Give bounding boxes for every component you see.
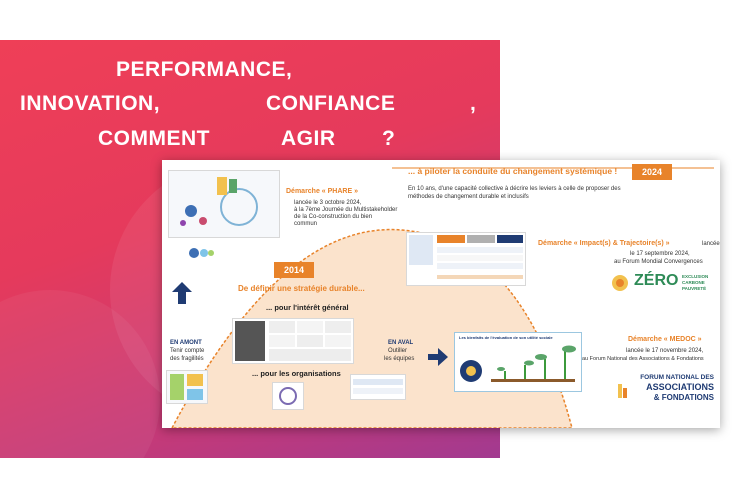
- impact-table-thumbnail: [406, 232, 526, 286]
- amont-title: EN AMONT: [170, 340, 202, 347]
- org-logo-icon: [186, 244, 216, 262]
- arc-title: De définir une stratégie durable...: [238, 284, 365, 293]
- zero-sub-3: PAUVRETÉ: [682, 286, 707, 291]
- impact-line-1: le 17 septembre 2024,: [630, 251, 690, 257]
- medoc-title: Démarche « MEDOC »: [628, 336, 702, 343]
- aval-heading: EN AVAL: [388, 340, 414, 346]
- zero-logo-text: ZÉRO: [634, 272, 679, 289]
- headline-agir: AGIR: [281, 127, 336, 150]
- medoc-line-1: lancée le 17 novembre 2024,: [626, 348, 704, 354]
- medoc-line-2: au Forum National des Associations & Fon…: [582, 356, 704, 362]
- forum-line-3: & FONDATIONS: [653, 393, 714, 402]
- phare-line-1: lancée le 3 octobre 2024,: [294, 200, 362, 206]
- phare-line-3: de la Co-construction du bien: [294, 214, 373, 220]
- slide-preview: ... à piloter la conduite du changement …: [162, 160, 720, 428]
- amont-thumbnail: [166, 370, 208, 404]
- aval-line-2: les équipes: [384, 356, 415, 362]
- forum-line-1: FORUM NATIONAL DES: [640, 374, 714, 381]
- year-badge-2014: 2014: [274, 262, 314, 278]
- headline-comma: ,: [470, 92, 477, 115]
- strategy-matrix-thumbnail: [232, 318, 354, 364]
- plants-icon: [460, 345, 576, 382]
- org-diagram-thumbnail: [272, 382, 304, 410]
- aval-title: EN AVAL: [388, 340, 413, 347]
- forum-associations-logo: FORUM NATIONAL DES ASSOCIATIONS & FONDAT…: [614, 374, 714, 414]
- headline-confiance: CONFIANCE: [266, 92, 396, 115]
- phare-line-2: à la 7ème Journée du Multistakeholder: [294, 207, 398, 213]
- arrow-right-icon: [428, 348, 448, 366]
- plants-growth-thumbnail: Les bienfaits de l'évaluation de son uti…: [454, 332, 582, 392]
- forum-logo-mark-icon: [618, 384, 627, 398]
- slide-intro-2: méthodes de changement durable et inclus…: [408, 194, 529, 200]
- phare-line-4: commun: [294, 221, 318, 227]
- slide-intro-1: En 10 ans, d'une capacité collective à d…: [408, 186, 621, 192]
- headline-question: ?: [382, 127, 396, 150]
- amont-heading: EN AMONT: [170, 340, 202, 346]
- amont-line-2: des fragilités: [170, 356, 204, 362]
- impact-suffix: lancée: [702, 241, 720, 247]
- aval-thumbnail: [350, 374, 406, 400]
- zero-sub-1: EXCLUSION: [682, 274, 709, 279]
- aval-line-1: Outiller: [388, 348, 408, 354]
- impact-line-2: au Forum Mondial Convergences: [614, 259, 703, 265]
- headline-comment: COMMENT: [98, 127, 210, 150]
- interet-general-label: ... pour l'intérêt général: [266, 303, 349, 312]
- zero-exclusion-logo: ZÉRO EXCLUSION CARBONE PAUVRETÉ: [610, 270, 710, 298]
- slide-header: ... à piloter la conduite du changement …: [408, 166, 618, 176]
- impact-title: Démarche « Impact(s) & Trajectoire(s) »: [538, 240, 670, 247]
- plants-caption: Les bienfaits de l'évaluation de son uti…: [459, 335, 553, 340]
- phare-diagram-thumbnail: [168, 170, 280, 238]
- headline-line-1: PERFORMANCE,: [116, 58, 293, 81]
- arrow-up-icon: [172, 282, 192, 304]
- forum-line-2: ASSOCIATIONS: [646, 382, 714, 392]
- year-badge-2024: 2024: [632, 164, 672, 180]
- zero-sub-2: CARBONE: [682, 280, 705, 285]
- phare-title: Démarche « PHARE »: [286, 188, 358, 195]
- headline-innovation: INNOVATION,: [20, 92, 161, 115]
- organisations-label: ... pour les organisations: [252, 369, 341, 378]
- amont-line-1: Tenir compte: [170, 348, 205, 354]
